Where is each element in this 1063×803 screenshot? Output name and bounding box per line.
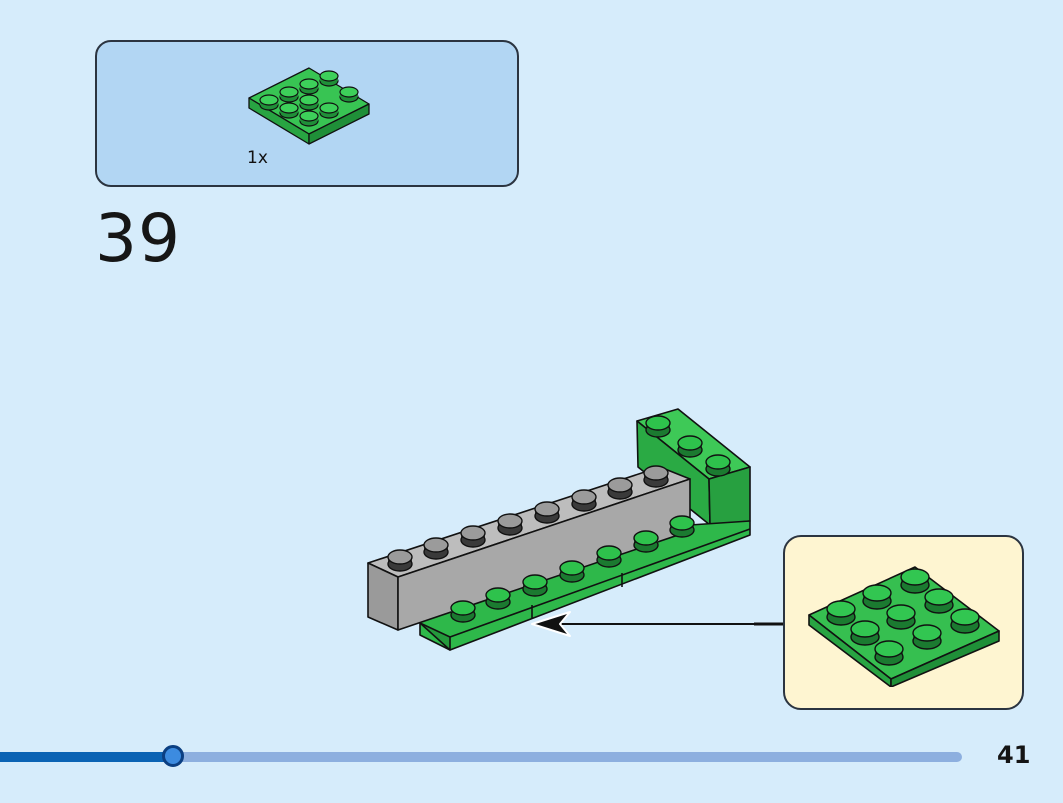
progress-knob[interactable] [162, 745, 185, 767]
green-plate-3x3-icon [808, 566, 1000, 687]
arrow-left-icon [531, 611, 784, 637]
green-plate-3x3-icon [248, 67, 370, 145]
parts-list-box: 1x [95, 40, 519, 187]
part-callout-box [783, 535, 1024, 710]
progress-track [0, 752, 962, 762]
assembly-illustration [367, 408, 751, 651]
part-quantity: 1x [247, 148, 268, 168]
page-number: 41 [997, 741, 1031, 769]
step-number: 39 [95, 200, 181, 277]
progress-fill [0, 752, 174, 762]
